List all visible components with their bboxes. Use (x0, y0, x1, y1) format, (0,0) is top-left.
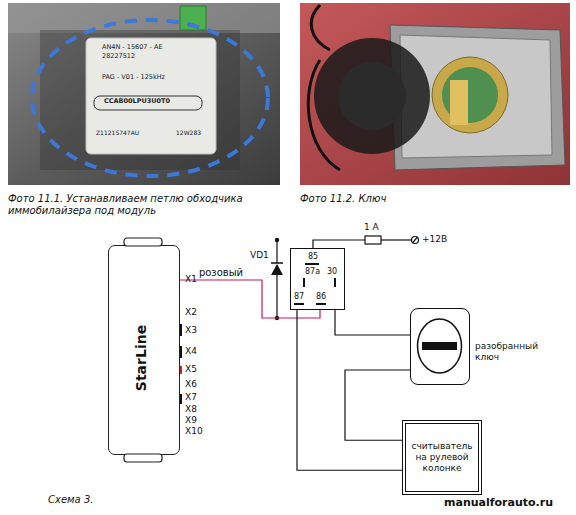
pin-label: X5 (185, 364, 197, 374)
wire-85 (313, 240, 365, 248)
sticker-text: PAG - V01 - 125kHz (102, 74, 165, 81)
reader-label: считыватель на рулевой колонке (409, 441, 475, 475)
pin-label: X7 (185, 392, 197, 402)
terminal-slash (413, 237, 418, 243)
supply-label: +12В (422, 234, 447, 244)
pin-label: X2 (185, 307, 197, 317)
pin-label: X1 (185, 274, 197, 284)
wire-12v (381, 239, 411, 240)
photo-module (8, 3, 280, 185)
wire (335, 310, 410, 335)
pin-label: X10 (185, 426, 203, 436)
fuse-symbol (365, 236, 381, 244)
junction-dot (275, 238, 279, 242)
pin-label: X6 (185, 379, 197, 389)
key-box: разобранный ключ (410, 308, 470, 385)
photo-caption: Фото 11.1. Устанавливаем петлю обходчика… (8, 193, 270, 216)
figure-caption: Схема 3. (48, 494, 93, 506)
control-unit: StarLine (108, 245, 180, 455)
fuse-rating: 1 A (364, 222, 379, 232)
photo-caption: Фото 11.2. Ключ (300, 193, 386, 205)
key-label: разобранный ключ (475, 341, 547, 363)
wire-label: розовый (197, 267, 245, 278)
diode-symbol (271, 263, 283, 275)
pin-label: X4 (185, 346, 197, 356)
relay-pin: 85 (308, 253, 318, 261)
sticker-text: 12W283 (176, 130, 201, 137)
pin-label: X3 (185, 325, 197, 335)
watermark: manualforauto.ru (444, 497, 553, 510)
relay-box: 85 87a 30 87 86 (290, 248, 345, 310)
sticker-text: Z1121S747AU (96, 130, 139, 137)
photo-key (300, 3, 570, 185)
wire (345, 370, 410, 440)
relay-pin: 86 (316, 293, 326, 301)
pin-label: X9 (185, 415, 197, 425)
component-label: VD1 (250, 250, 269, 260)
relay-pin: 87 (294, 293, 304, 301)
wire (297, 310, 402, 470)
relay-pin: 30 (327, 268, 337, 276)
terminal-symbol (412, 237, 419, 244)
diode-wire (276, 240, 277, 318)
key-symbol (411, 309, 468, 383)
pin-label: X8 (185, 404, 197, 414)
sticker-text: AN4N - 15607 - AE (102, 44, 163, 51)
reader-box: считыватель на рулевой колонке (402, 420, 482, 495)
sticker-text: CCAB00LPU3U0T0 (104, 98, 170, 105)
sticker-text: 28227512 (102, 53, 135, 60)
relay-pin: 87a (305, 268, 320, 276)
brand-label: StarLine (133, 325, 149, 391)
